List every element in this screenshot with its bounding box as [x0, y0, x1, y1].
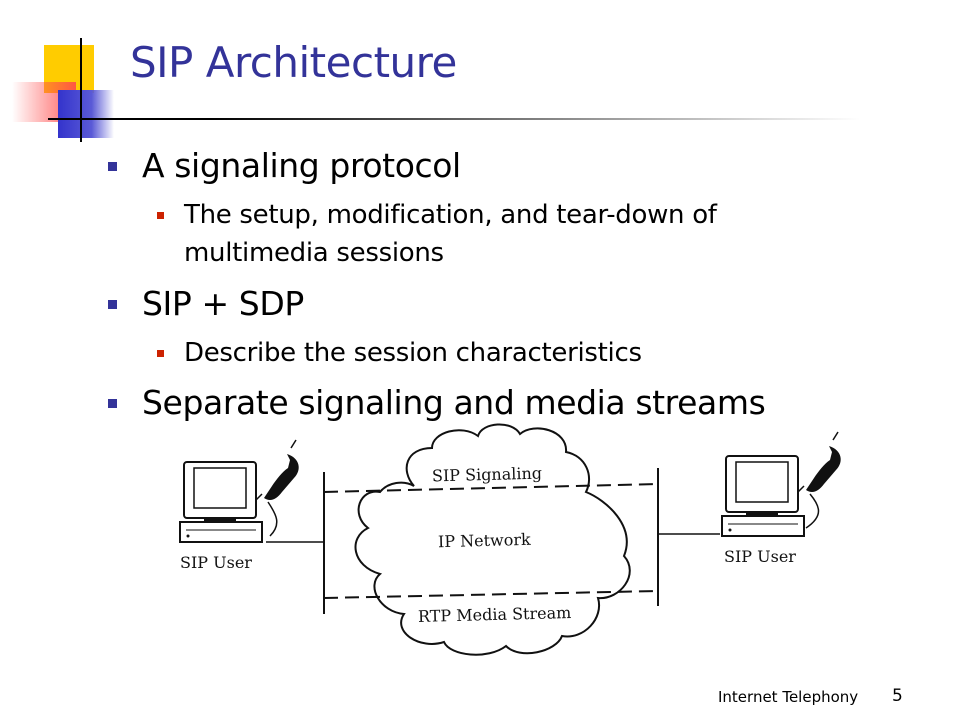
ip-network-label: IP Network — [438, 530, 532, 551]
right-sip-user-label: SIP User — [724, 547, 796, 566]
right-phone-icon — [798, 432, 841, 528]
footer-text: Internet Telephony — [718, 688, 858, 706]
signaling-dashed-line — [324, 484, 658, 492]
left-computer-icon — [180, 462, 262, 542]
page-number: 5 — [892, 686, 903, 706]
right-computer-icon — [722, 456, 804, 536]
sip-signaling-label: SIP Signaling — [432, 464, 543, 486]
rtp-media-stream-label: RTP Media Stream — [418, 603, 572, 626]
left-sip-user-label: SIP User — [180, 553, 252, 572]
